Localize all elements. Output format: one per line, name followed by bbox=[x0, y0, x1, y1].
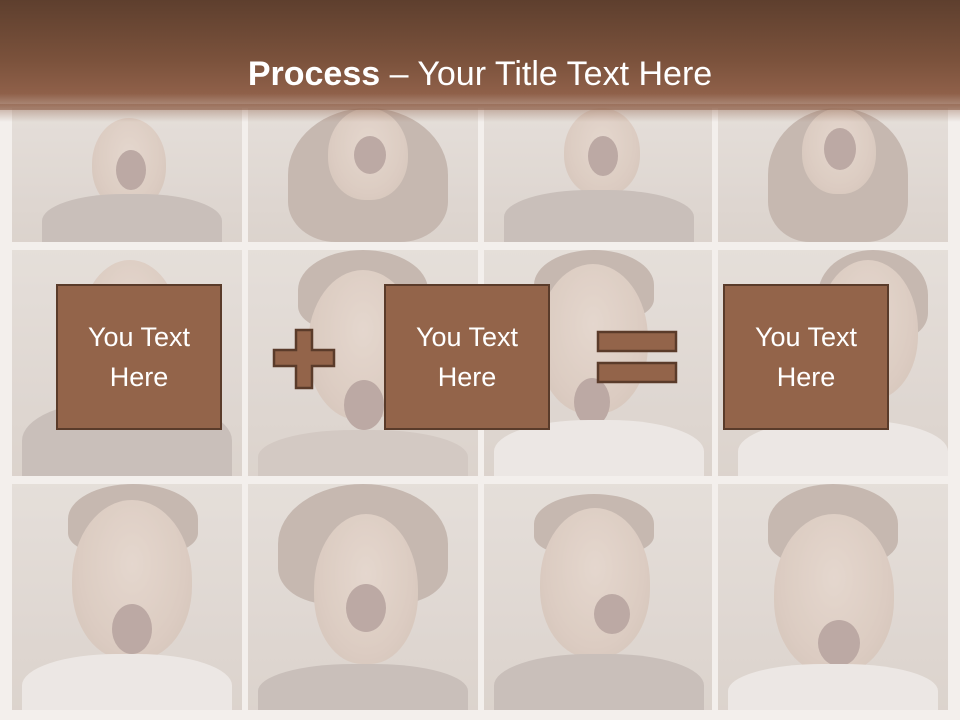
slide-title-bold: Process bbox=[247, 55, 381, 93]
photo-tile bbox=[248, 108, 478, 242]
process-box-1[interactable]: You Text Here bbox=[56, 284, 222, 430]
slide-title: Process – Your Title Text Here bbox=[0, 52, 960, 96]
title-banner bbox=[0, 0, 960, 110]
process-box-3[interactable]: You Text Here bbox=[723, 284, 889, 430]
process-box-2[interactable]: You Text Here bbox=[384, 284, 550, 430]
photo-tile bbox=[12, 108, 242, 242]
photo-tile bbox=[718, 484, 948, 710]
photo-tile bbox=[484, 484, 712, 710]
equals-icon bbox=[596, 330, 678, 386]
title-banner-fade bbox=[0, 104, 960, 122]
slide-title-rest: – Your Title Text Here bbox=[380, 55, 713, 93]
photo-tile bbox=[248, 484, 478, 710]
photo-tile bbox=[12, 484, 242, 710]
plus-icon bbox=[272, 328, 336, 390]
photo-tile bbox=[718, 108, 948, 242]
photo-tile bbox=[484, 108, 712, 242]
